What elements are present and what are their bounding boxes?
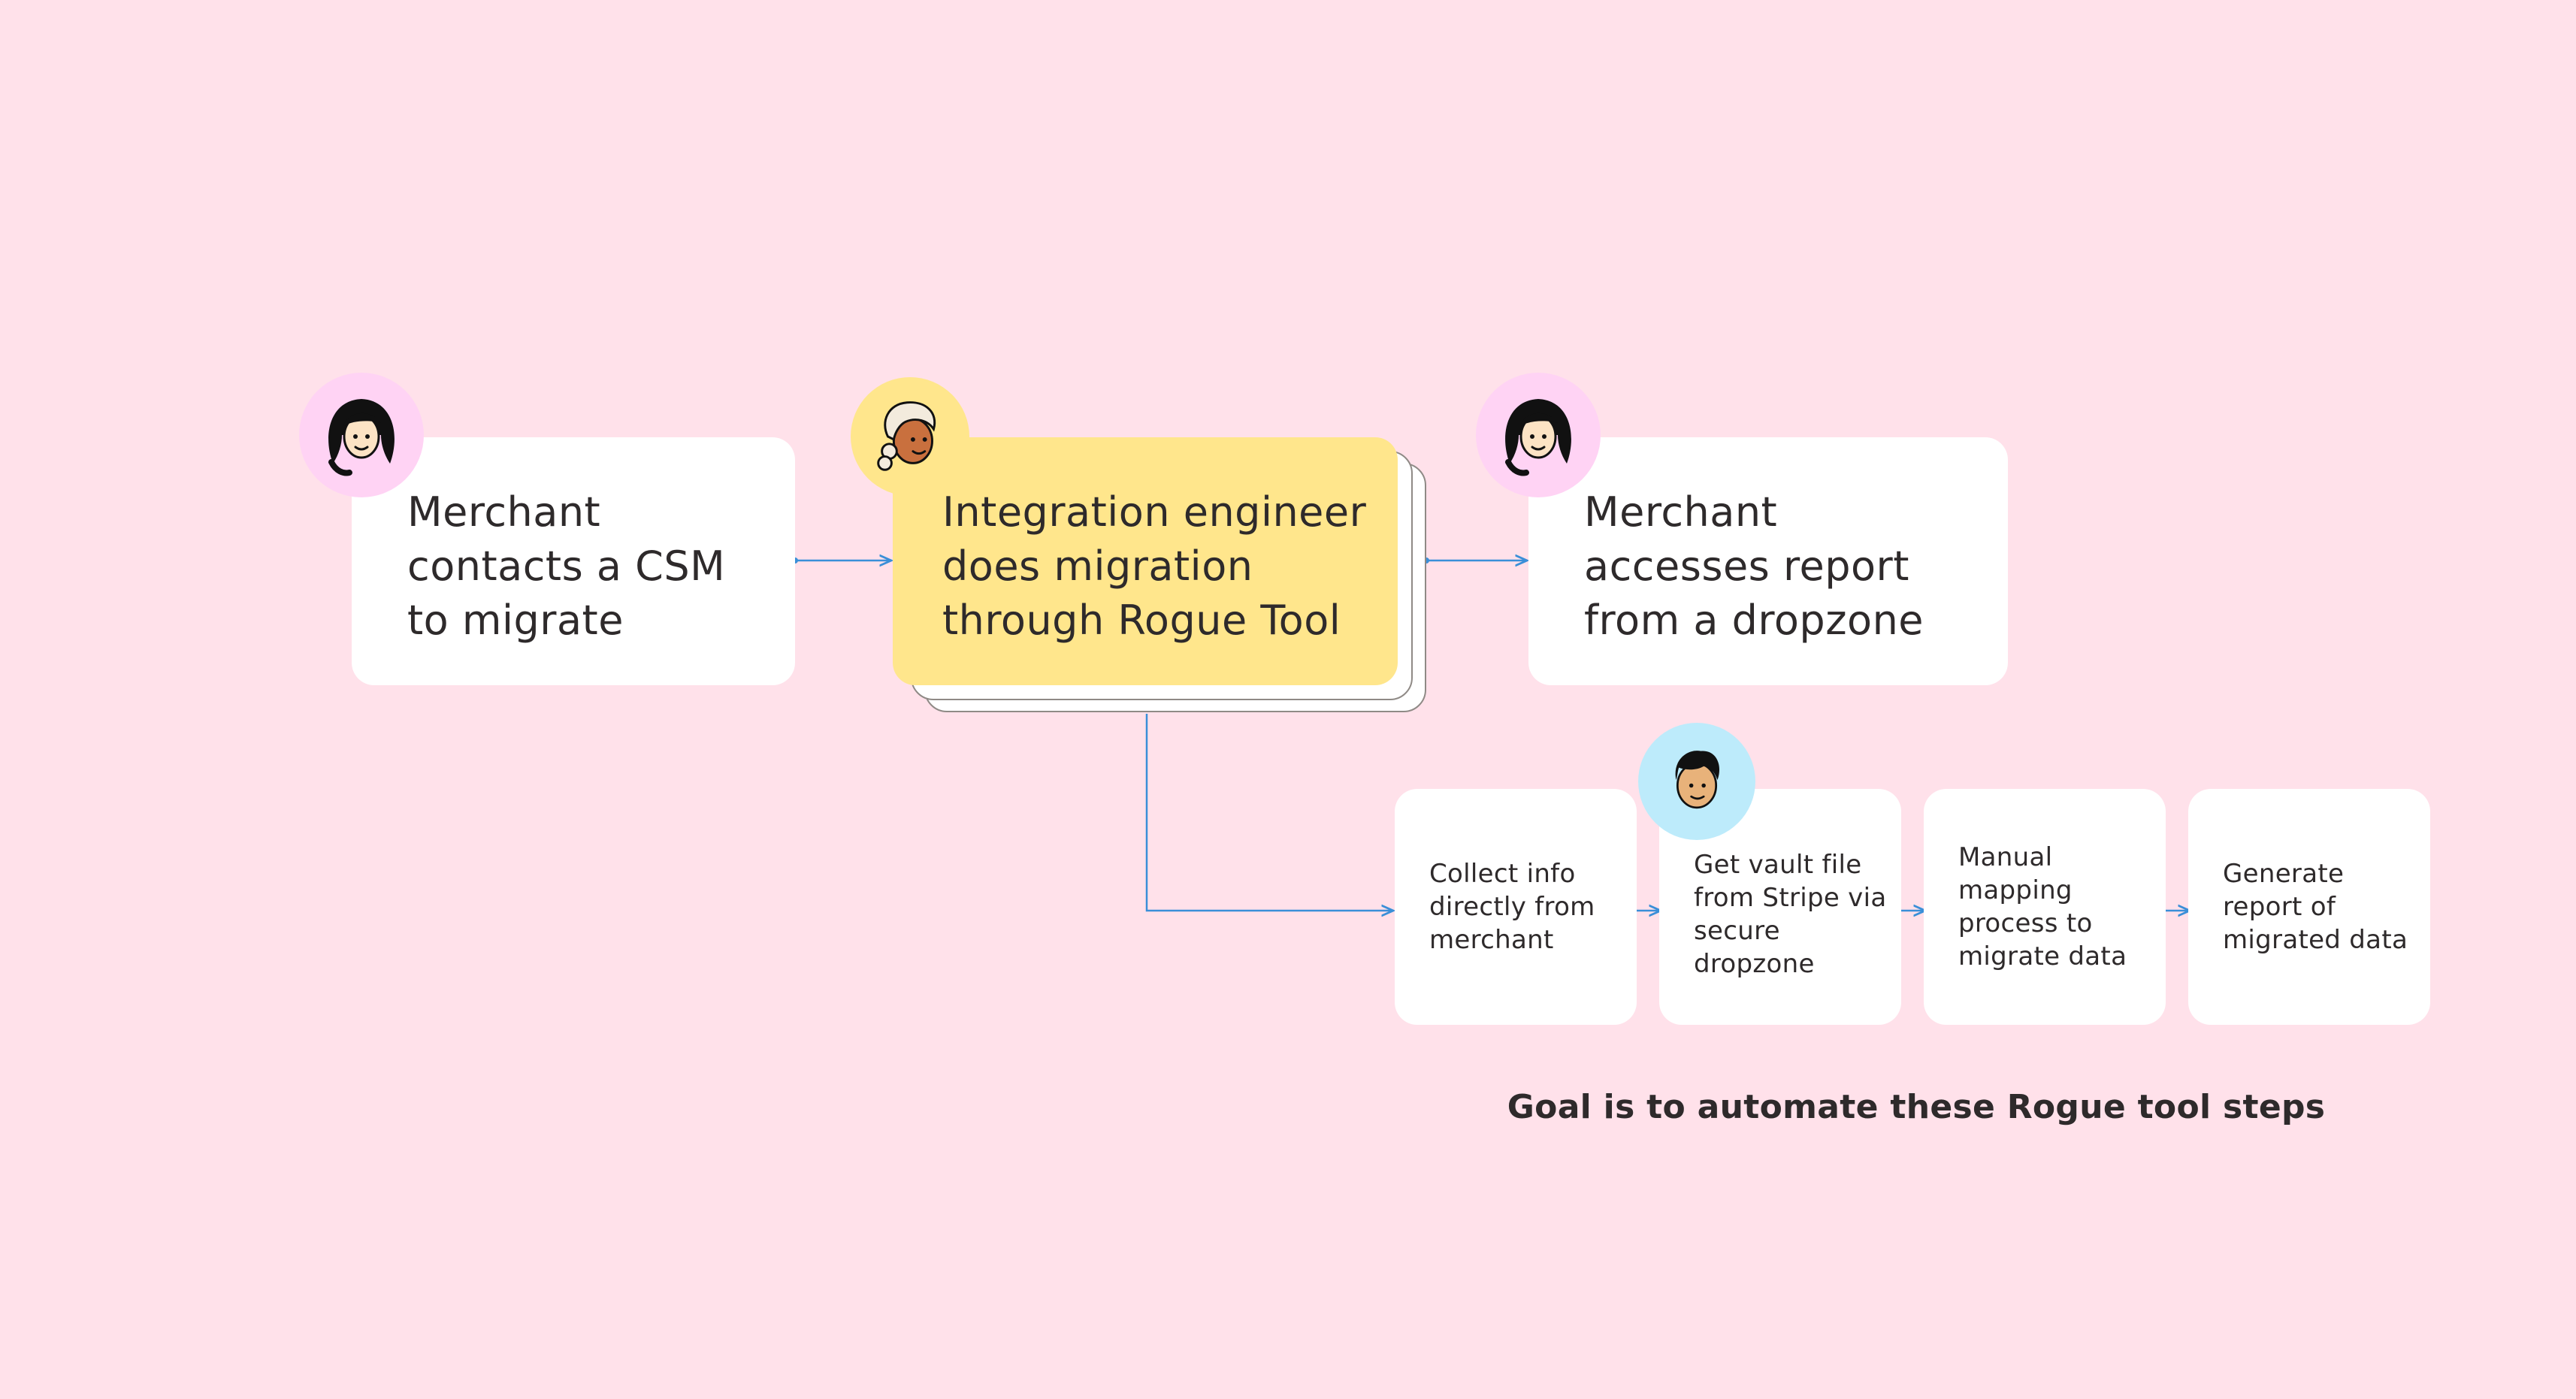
step-label: Merchant contacts a CSM to migrate xyxy=(407,488,726,644)
rogue-step-label: Collect info directly from merchant xyxy=(1429,859,1595,955)
rogue-step-label: Generate report of migrated data xyxy=(2223,859,2408,955)
branch-to-rogue-steps xyxy=(1145,714,1393,911)
rogue-step-label: Manual mapping process to migrate data xyxy=(1958,842,2127,971)
step-integration-engineer-migration: Integration engineer does migration thro… xyxy=(893,437,1398,685)
engineer-curly-hair-avatar-icon xyxy=(851,377,969,496)
man-dark-hair-avatar-icon xyxy=(1638,723,1755,840)
step-merchant-accesses-report: Merchant accesses report from a dropzone xyxy=(1528,437,2008,685)
woman-dark-hair-avatar-icon xyxy=(299,373,424,497)
step-label: Merchant accesses report from a dropzone xyxy=(1584,488,1924,644)
rogue-step-manual-mapping: Manual mapping process to migrate data xyxy=(1924,789,2166,1025)
step-merchant-contacts-csm: Merchant contacts a CSM to migrate xyxy=(352,437,795,685)
rogue-step-label: Get vault file from Stripe via secure dr… xyxy=(1694,850,1887,979)
rogue-step-collect-info: Collect info directly from merchant xyxy=(1395,789,1637,1025)
woman-dark-hair-avatar-icon xyxy=(1476,373,1601,497)
goal-caption: Goal is to automate these Rogue tool ste… xyxy=(1507,1088,2326,1126)
step-label: Integration engineer does migration thro… xyxy=(942,488,1367,644)
rogue-step-generate-report: Generate report of migrated data xyxy=(2188,789,2430,1025)
